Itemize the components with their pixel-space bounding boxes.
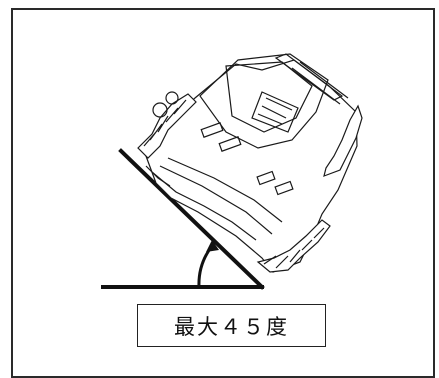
vehicle-body xyxy=(142,59,358,273)
angle-arrowhead xyxy=(206,240,219,252)
angle-label-text: 最大４５度 xyxy=(174,314,289,339)
slope-diagram xyxy=(101,53,363,290)
left-track xyxy=(137,93,197,159)
slope-line xyxy=(118,148,265,290)
bottom-track xyxy=(256,219,331,273)
angle-arc xyxy=(197,245,214,288)
robot-vehicle xyxy=(137,53,363,273)
right-track xyxy=(323,104,363,177)
angle-label: 最大４５度 xyxy=(137,304,326,347)
